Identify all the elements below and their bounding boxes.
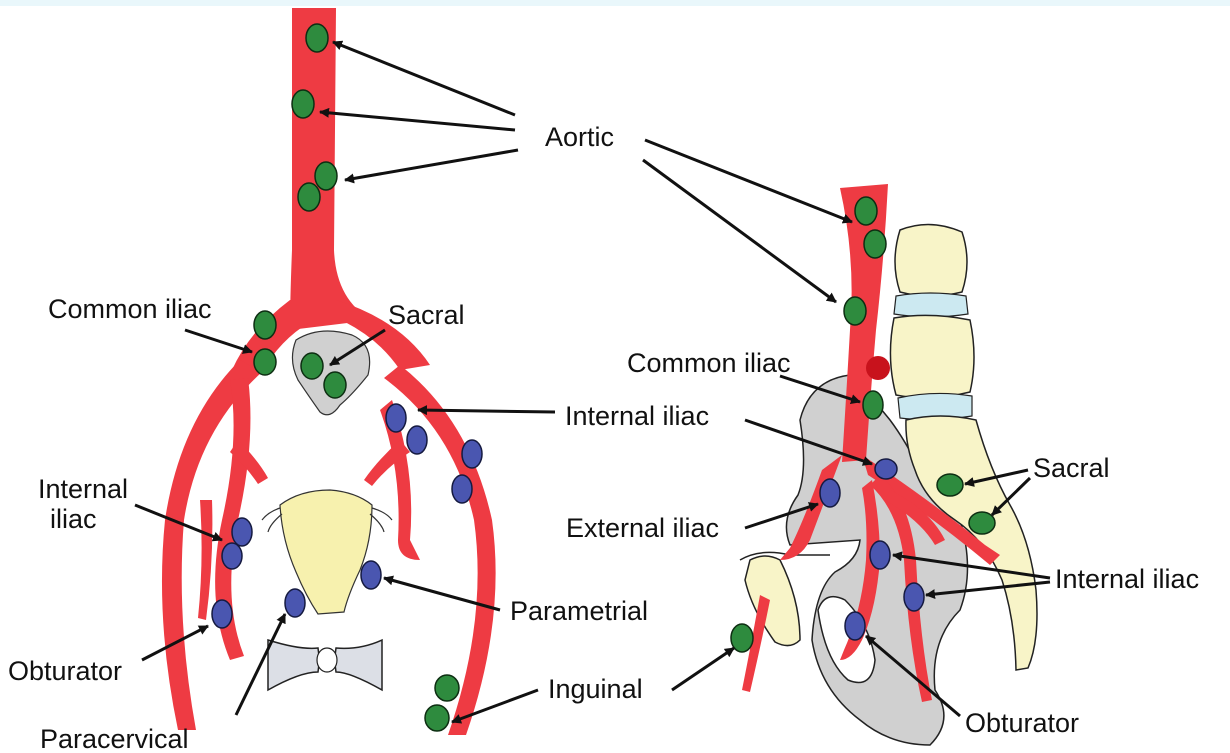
node-aortic-1	[306, 24, 328, 52]
cervix-os	[317, 648, 337, 672]
bifurcation-highlight	[866, 356, 890, 380]
label-internal-iliac-left-2: iliac	[50, 504, 97, 534]
node-lat-inguinal	[731, 624, 753, 652]
label-internal-iliac-right-diagram: Internal iliac	[565, 401, 709, 431]
node-lat-ext-iliac	[820, 479, 840, 507]
node-obturator-left	[212, 600, 232, 628]
node-lat-aortic-2	[864, 230, 886, 258]
label-obturator-left: Obturator	[8, 656, 122, 686]
node-paracervical	[285, 589, 305, 617]
arrow-aortic-4	[645, 140, 852, 222]
uterine-tube-right	[370, 508, 392, 532]
vertebra-2	[890, 315, 974, 397]
node-lat-aortic-1	[855, 197, 877, 225]
node-int-iliac-r2	[407, 426, 427, 454]
arrow-aortic-2	[320, 112, 515, 130]
arrow-inguinal-right	[672, 648, 734, 690]
label-sacral-right: Sacral	[1033, 453, 1110, 483]
node-aortic-3	[315, 162, 337, 190]
label-internal-iliac-lateral: Internal iliac	[1055, 564, 1199, 594]
arrow-internal-iliac-right	[418, 410, 555, 412]
arrow-aortic-1	[333, 42, 515, 115]
label-common-iliac-right: Common iliac	[627, 348, 791, 378]
node-lat-int-iliac-1	[870, 541, 890, 569]
label-paracervical: Paracervical	[40, 724, 189, 753]
disc-1	[894, 293, 968, 317]
arrow-aortic-5	[643, 160, 836, 302]
node-common-iliac-2	[254, 349, 276, 375]
label-internal-iliac-left-1: Internal	[38, 474, 128, 504]
arrow-aortic-3	[345, 150, 518, 180]
uterine-tube-left	[262, 508, 282, 532]
node-int-iliac-r1	[386, 404, 406, 432]
node-lat-sacral-2	[969, 512, 995, 534]
node-ext-r2	[452, 475, 472, 503]
node-sacral-2	[324, 372, 346, 398]
label-common-iliac-left: Common iliac	[48, 294, 212, 324]
vertebra-1	[895, 224, 967, 296]
node-lat-common-iliac	[863, 391, 883, 419]
left-branch-tip	[198, 500, 212, 620]
label-sacral-left: Sacral	[388, 300, 465, 330]
node-lat-int-iliac-2	[904, 583, 924, 611]
node-int-iliac-l2	[222, 543, 242, 569]
node-lat-sacral-1	[937, 474, 963, 496]
node-lat-obturator	[845, 612, 865, 640]
lateral-view	[731, 184, 1037, 745]
node-lat-int-iliac-top	[875, 459, 897, 479]
node-sacral-1	[301, 353, 323, 379]
node-aortic-4	[298, 183, 320, 211]
arrow-common-iliac-left	[185, 330, 252, 352]
frontal-view	[162, 8, 496, 735]
node-inguinal-2	[425, 705, 449, 731]
node-inguinal-1	[435, 675, 459, 701]
label-obturator-right: Obturator	[965, 708, 1079, 738]
node-int-iliac-l1	[232, 518, 252, 546]
label-external-iliac: External iliac	[566, 513, 719, 543]
label-aortic: Aortic	[545, 122, 614, 152]
label-parametrial: Parametrial	[510, 596, 648, 626]
node-lat-aortic-3	[844, 297, 866, 325]
node-common-iliac-1	[254, 311, 276, 339]
node-ext-r1	[462, 440, 482, 468]
node-parametrial	[361, 561, 381, 589]
label-inguinal: Inguinal	[548, 674, 643, 704]
node-aortic-2	[292, 90, 314, 118]
